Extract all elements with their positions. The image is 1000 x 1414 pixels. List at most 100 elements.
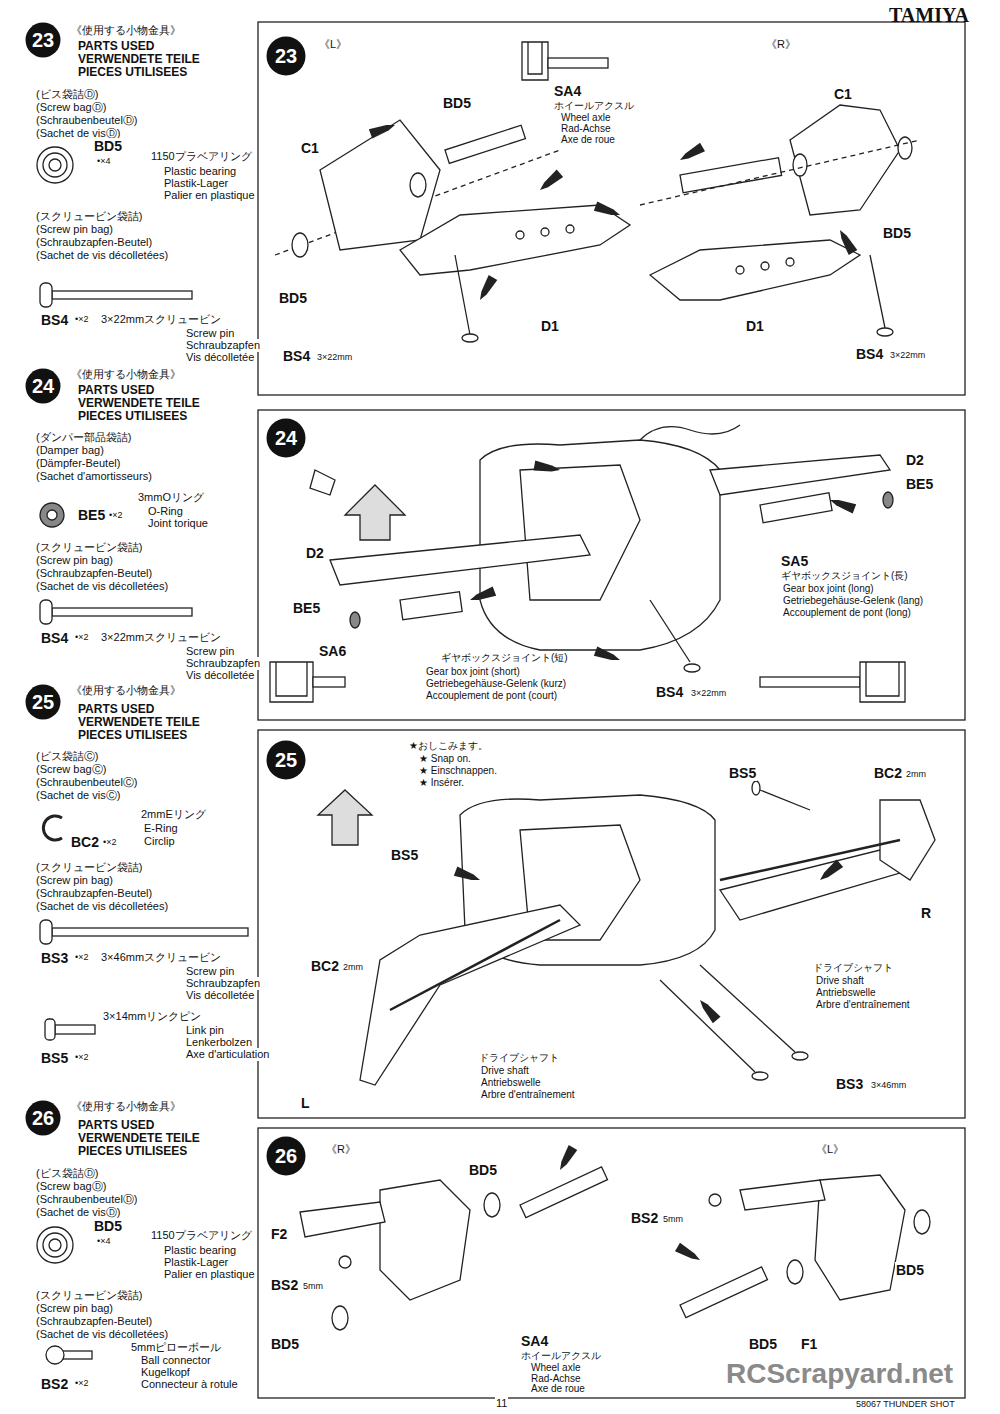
step-number-text: 26 <box>275 1145 297 1168</box>
dimension: 3×22mm <box>316 352 353 362</box>
note-text: Vis décolletée <box>185 989 255 1002</box>
note-text: (ダンパー部品袋詰) <box>35 431 132 444</box>
part-description: Gear box joint (long) <box>782 583 875 595</box>
note-text: Palier en plastique <box>163 1268 256 1281</box>
note-text: (Dämpfer-Beutel) <box>35 457 121 470</box>
part-description: Arbre d'entraînement <box>480 1089 576 1101</box>
note-text: Plastik-Lager <box>163 1256 229 1269</box>
step-panel <box>258 1128 965 1398</box>
note-text: 《使用する小物金具》 <box>70 684 182 697</box>
note-text: Schraubzapfen <box>185 657 261 670</box>
part-code: L <box>300 1095 311 1111</box>
step-number: 24 <box>266 418 306 458</box>
note-text: Circlip <box>143 835 176 848</box>
quantity: •×4 <box>96 1236 111 1246</box>
part-description: Axe de roue <box>530 1383 586 1395</box>
step-number-text: 23 <box>32 29 54 52</box>
part-description: Getriebegehäuse-Gelenk (kurz) <box>425 678 567 690</box>
note-text: Plastic bearing <box>163 1244 237 1257</box>
note-text: (Sachet de vis décolletées) <box>35 580 169 593</box>
dimension: 2mm <box>905 769 927 779</box>
brand-logo: TAMIYA <box>888 4 970 27</box>
step-25-art <box>318 781 935 1085</box>
part-description: Drive shaft <box>815 975 865 987</box>
note-text: Plastik-Lager <box>163 177 229 190</box>
dimension: 3×46mm <box>870 1080 907 1090</box>
part-code: D1 <box>745 318 765 334</box>
part-description: ★ Einschnappen. <box>418 765 498 777</box>
dimension: 3×22mm <box>690 688 727 698</box>
part-description: Arbre d'entraînement <box>815 999 911 1011</box>
part-code: BC2 <box>310 958 340 974</box>
note-text: (ビス袋詰Ⓓ) <box>35 1167 99 1180</box>
part-code: BD5 <box>895 1262 925 1278</box>
step-panel <box>258 410 965 720</box>
note-text: (Schraubzapfen-Beutel) <box>35 236 153 249</box>
note-text: (Screw bagⒸ) <box>35 763 107 776</box>
step-number: 26 <box>266 1136 306 1176</box>
note-text: (スクリュービン袋詰) <box>35 1289 143 1302</box>
dimension: 3×22mm <box>889 350 926 360</box>
part-code: BD5 <box>93 1218 123 1234</box>
part-description: ホイールアクスル <box>553 100 635 112</box>
part-code: BD5 <box>748 1336 778 1352</box>
step-circle-shape <box>267 1137 306 1176</box>
note-text: (Sachet de vis décolletées) <box>35 1328 169 1341</box>
step-24-art <box>270 425 905 702</box>
part-code: C1 <box>833 86 853 102</box>
part-description: ギヤボックスジョイント(長) <box>780 570 909 582</box>
part-description: ★ Insérer. <box>418 777 465 789</box>
step-number-text: 26 <box>32 1107 54 1130</box>
step-circle-shape <box>26 1101 61 1136</box>
step-number: 23 <box>25 22 61 58</box>
part-code: BS4 <box>855 346 884 362</box>
step-number: 25 <box>25 684 61 720</box>
note-text: Screw pin <box>185 327 235 340</box>
part-code: BE5 <box>77 507 106 523</box>
step-26-art <box>300 1167 930 1330</box>
note-text: 3×46mmスクリュービン <box>100 951 222 964</box>
part-code: D2 <box>905 452 925 468</box>
note-text: 3×22mmスクリュービン <box>100 631 222 644</box>
note-text: Screw pin <box>185 645 235 658</box>
note-text: 《R》 <box>325 1143 357 1156</box>
step-number: 24 <box>25 368 61 404</box>
quantity: •×2 <box>108 510 123 520</box>
note-text: 3×22mmスクリュービン <box>100 313 222 326</box>
note-text: (スクリュービン袋詰) <box>35 210 143 223</box>
note-text: 《L》 <box>318 38 348 51</box>
step-number-text: 24 <box>32 375 54 398</box>
part-code: BS5 <box>728 765 757 781</box>
note-text: (Screw bagⒹ) <box>35 1180 107 1193</box>
step-23-art <box>275 42 920 342</box>
note-text: (Schraubzapfen-Beutel) <box>35 887 153 900</box>
note-text: (スクリュービン袋詰) <box>35 861 143 874</box>
part-description: ★ Snap on. <box>418 753 472 765</box>
note-text: (Sachet de vis décolletées) <box>35 900 169 913</box>
part-description: Drive shaft <box>480 1065 530 1077</box>
dimension: 5mm <box>662 1214 684 1224</box>
note-text: 1150プラベアリング <box>150 1229 253 1242</box>
glue-marks <box>369 120 857 1264</box>
note-text: (Screw bagⒹ) <box>35 101 107 114</box>
note-text: 5mmピローボール <box>130 1341 222 1354</box>
part-code: SA5 <box>780 553 809 569</box>
note-text: E-Ring <box>143 822 179 835</box>
part-code: BS3 <box>835 1076 864 1092</box>
part-description: Wheel axle <box>560 112 611 124</box>
note-text: (Screw pin bag) <box>35 223 114 236</box>
part-description: Rad-Achse <box>560 123 611 135</box>
part-code: BC2 <box>873 765 903 781</box>
part-code: D1 <box>540 318 560 334</box>
step-circle-shape <box>26 23 61 58</box>
part-code: BS5 <box>390 847 419 863</box>
step-circle-shape <box>267 37 306 76</box>
part-code: BE5 <box>905 476 934 492</box>
part-code: BS4 <box>40 312 69 328</box>
note-text: (ビス袋詰Ⓒ) <box>35 750 99 763</box>
note-text: Ball connector <box>140 1354 212 1367</box>
step-number: 25 <box>266 740 306 780</box>
quantity: •×2 <box>74 952 89 962</box>
note-text: Palier en plastique <box>163 189 256 202</box>
note-text: (Screw pin bag) <box>35 1302 114 1315</box>
